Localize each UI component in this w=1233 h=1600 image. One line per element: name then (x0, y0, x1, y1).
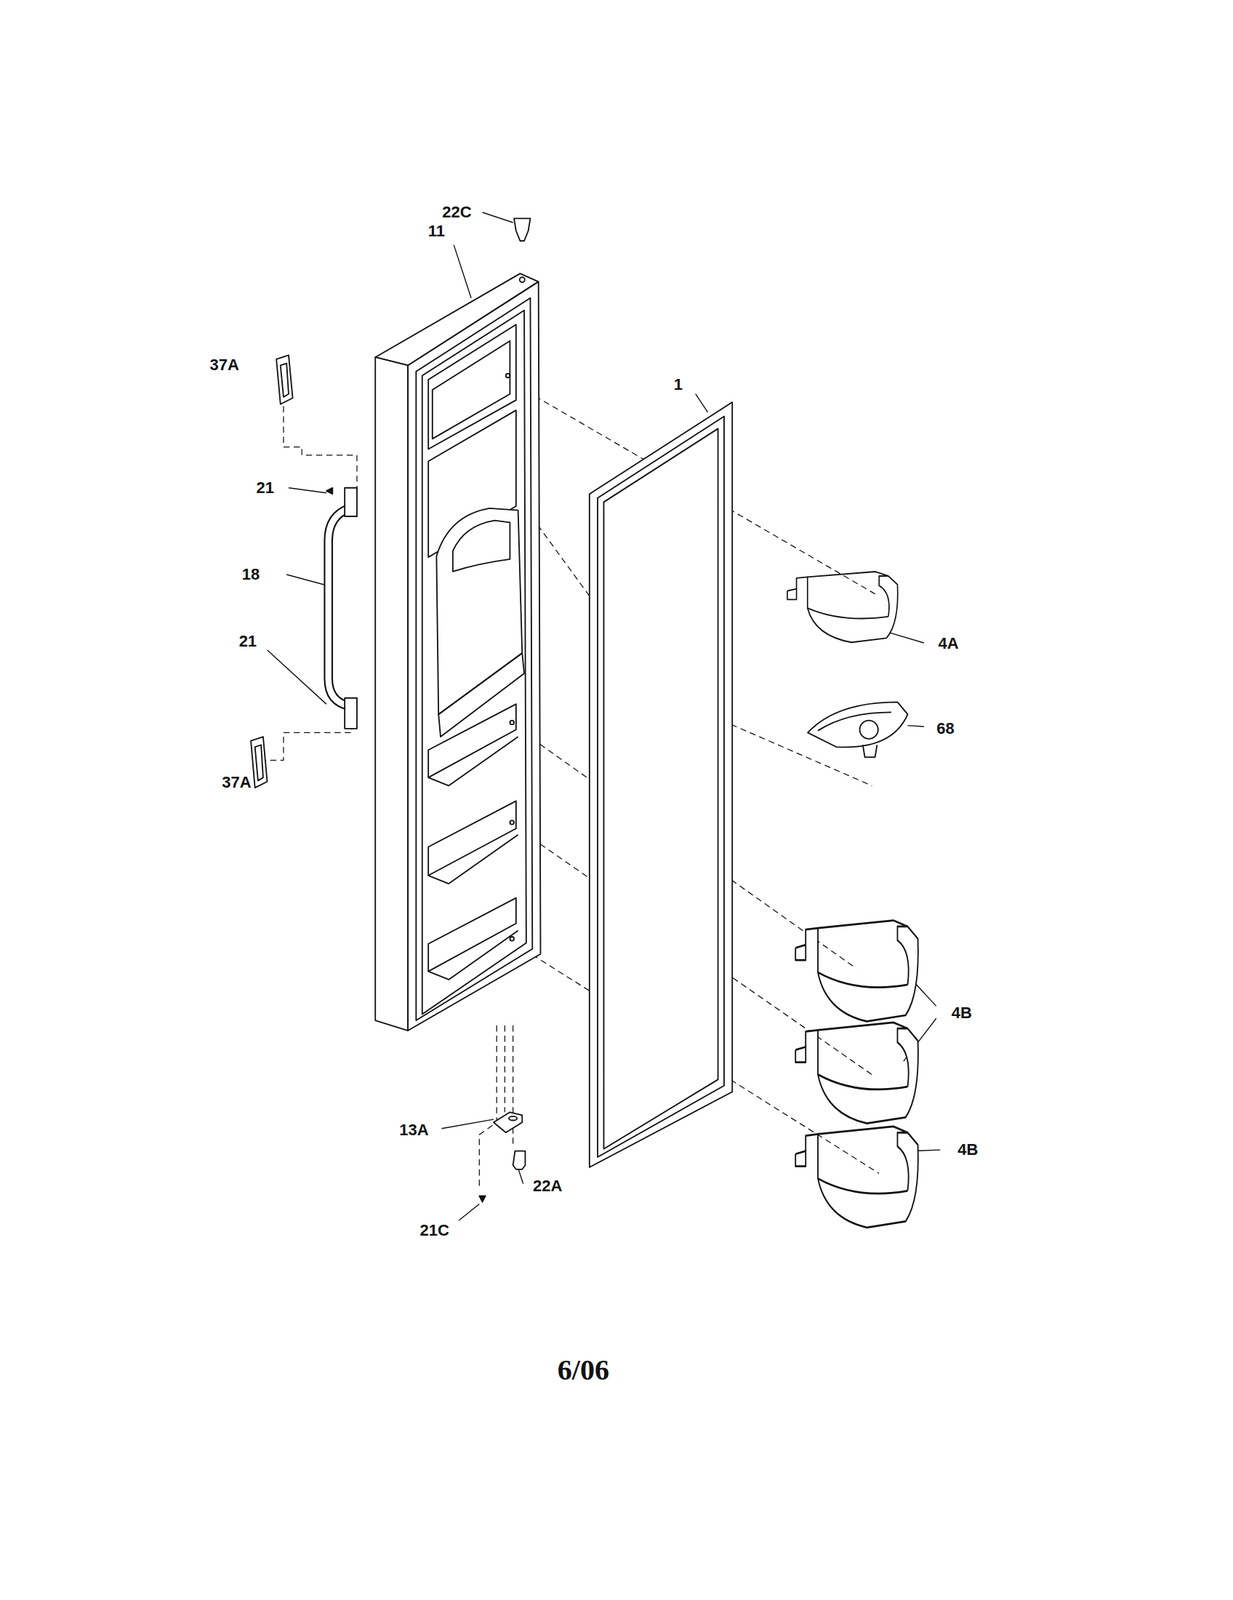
callout-number: 13A (397, 1121, 430, 1139)
callout-number: 4A (937, 634, 961, 653)
callout-number: 4B (950, 1003, 974, 1022)
callout-number: 18 (240, 565, 261, 584)
callout-number: 1 (672, 375, 685, 394)
callout-number: 22A (531, 1177, 564, 1195)
callout-number: 4B (956, 1140, 980, 1159)
date-label: 6/06 (556, 1353, 611, 1386)
callout-number: 37A (220, 773, 253, 791)
callout-number: 21C (418, 1221, 451, 1239)
callout-number: 37A (207, 356, 240, 374)
callout-number: 21 (237, 632, 259, 650)
callout-number: 68 (934, 719, 956, 738)
callout-number: 11 (426, 222, 447, 240)
callout-number: 22C (440, 203, 473, 222)
callout-number: 21 (254, 478, 275, 496)
